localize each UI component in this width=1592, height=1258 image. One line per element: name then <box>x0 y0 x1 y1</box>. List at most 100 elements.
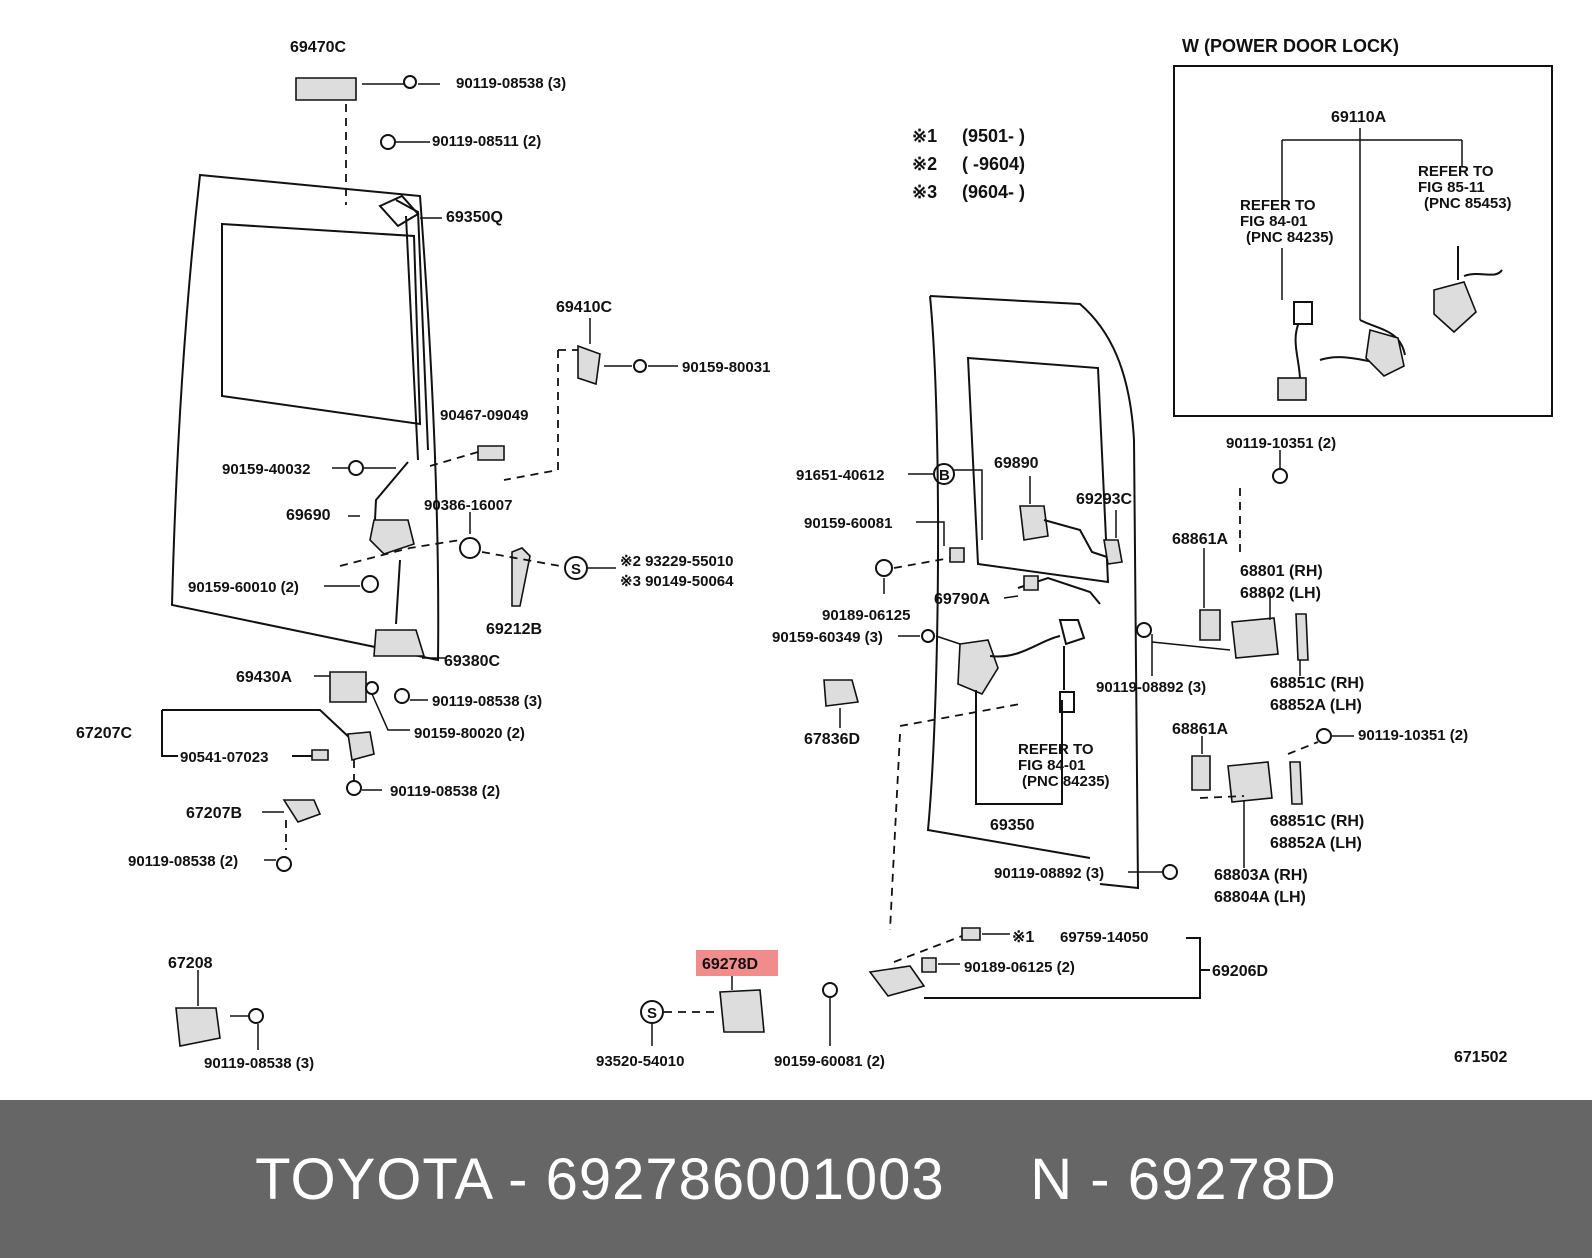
inset-motor <box>1433 281 1477 334</box>
inset-lock-actuator <box>1365 328 1405 377</box>
label-69212B: 69212B <box>486 621 542 638</box>
symbol-b: B <box>939 467 950 484</box>
inset-ref1-line1: REFER TO <box>1240 197 1316 214</box>
label-69206D: 69206D <box>1212 963 1268 980</box>
label-90119-08538-3c: 90119-08538 (3) <box>204 1055 314 1072</box>
label-68852A-b: 68852A (LH) <box>1270 835 1362 852</box>
label-90159-60081: 90159-60081 <box>804 515 892 532</box>
center-bottom-parts: S <box>640 950 838 1046</box>
label-90189-06125-2: 90189-06125 (2) <box>964 959 1075 976</box>
bracket-69380C <box>373 629 426 657</box>
note-3-range: (9604- ) <box>962 182 1025 202</box>
screw-90159-40032 <box>348 460 364 476</box>
label-68801: 68801 (RH) <box>1240 563 1323 580</box>
clip-67207C <box>347 731 375 762</box>
inset-power-door-lock: W (POWER DOOR LOCK) 69110A REFER TO FIG … <box>1173 36 1553 417</box>
label-90119-08538-3a: 90119-08538 (3) <box>456 75 566 92</box>
label-90119-08538-3b: 90119-08538 (3) <box>432 693 542 710</box>
label-90119-08892-3a: 90119-08892 (3) <box>1096 679 1206 696</box>
inset-leader-lines <box>1281 128 1463 320</box>
circle-b-symbol <box>933 463 955 485</box>
label-90159-60010-2: 90159-60010 (2) <box>188 579 299 596</box>
hinge-68801 <box>1231 617 1279 659</box>
label-90159-60081-2: 90159-60081 (2) <box>774 1053 885 1070</box>
label-90119-08538-2a: 90119-08538 (2) <box>390 783 500 800</box>
rod-69350Q <box>395 199 429 461</box>
label-69350Q: 69350Q <box>446 209 503 226</box>
footer-bar: TOYOTA - 692786001003 N - 69278D <box>0 1100 1592 1258</box>
clip-90189-06125-2 <box>921 957 937 973</box>
clip-90189-06125 <box>875 559 893 577</box>
left-door-window <box>221 222 422 426</box>
footer-ref-prefix: N <box>1030 1146 1074 1212</box>
screw-90159-60081-b <box>822 982 838 998</box>
label-90119-08892-3b: 90119-08892 (3) <box>994 865 1104 882</box>
label-69350: 69350 <box>990 817 1035 834</box>
lock-cable <box>989 619 1086 713</box>
remote-69410C <box>577 344 601 386</box>
part-labels: 69470C 90119-08538 (3) 90119-08511 (2) 6… <box>76 39 1507 1072</box>
bolt-90119-08511 <box>380 134 396 150</box>
inset-ref1-line2: FIG 84-01 <box>1240 213 1308 230</box>
figure-number: 671502 <box>1454 1049 1507 1066</box>
ref3-line3: (PNC 84235) <box>1022 773 1110 790</box>
inset-title: W (POWER DOOR LOCK) <box>1182 36 1399 56</box>
label-90541-07023: 90541-07023 <box>180 749 268 766</box>
ref3-line2: FIG 84-01 <box>1018 757 1086 774</box>
label-90159-60349-3: 90159-60349 (3) <box>772 629 883 646</box>
label-91651-40612: 91651-40612 <box>796 467 884 484</box>
label-93229-55010: ※2 93229-55010 <box>620 553 734 570</box>
clip-69759-14050 <box>961 927 981 941</box>
parts-diagram: W (POWER DOOR LOCK) 69110A REFER TO FIG … <box>76 36 1553 1072</box>
label-90119-10351-2a: 90119-10351 (2) <box>1226 435 1336 452</box>
label-90159-80031: 90159-80031 <box>682 359 770 376</box>
label-90119-08511-2: 90119-08511 (2) <box>432 133 541 150</box>
bolt-90119-08538-e <box>248 1008 264 1024</box>
note-1-range: (9501- ) <box>962 126 1025 146</box>
label-note1: ※1 <box>1012 929 1034 946</box>
bolt-90119-08538-top <box>403 75 417 89</box>
pin-68851C-b <box>1289 761 1303 805</box>
label-68803A: 68803A (RH) <box>1214 867 1308 884</box>
footer-caption: TOYOTA - 692786001003 N - 69278D <box>255 1146 1337 1212</box>
label-90159-40032: 90159-40032 <box>222 461 310 478</box>
label-68852A-a: 68852A (LH) <box>1270 697 1362 714</box>
bracket-67207C-leader <box>161 709 353 757</box>
label-90386-16007: 90386-16007 <box>424 497 512 514</box>
inset-ref2-leader <box>1457 246 1503 280</box>
bolt-90119-10351-a <box>1272 468 1288 484</box>
inset-connector-left <box>1277 377 1307 401</box>
label-67207B: 67207B <box>186 805 242 822</box>
label-90467-09049: 90467-09049 <box>440 407 528 424</box>
label-93520-54010: 93520-54010 <box>596 1053 684 1070</box>
label-68851C-b: 68851C (RH) <box>1270 813 1364 830</box>
inset-part-69110A: 69110A <box>1331 109 1387 126</box>
bolt-90119-08538-c <box>346 780 362 796</box>
symbol-s: S <box>571 561 581 578</box>
label-90159-80020-2: 90159-80020 (2) <box>414 725 525 742</box>
inset-connector-top <box>1293 301 1313 325</box>
label-69759-14050: 69759-14050 <box>1060 929 1148 946</box>
hinge-68803A <box>1227 761 1273 803</box>
label-69790A: 69790A <box>934 591 990 608</box>
note-3-mark: ※3 <box>912 182 937 202</box>
label-67836D: 67836D <box>804 731 860 748</box>
bracket-67207B <box>282 799 322 823</box>
highlight-69278D <box>696 950 778 976</box>
inset-ref2-line1: REFER TO <box>1418 163 1494 180</box>
left-door-assembly: S <box>161 75 678 1050</box>
cable-69206D <box>868 965 926 997</box>
rod-69212B <box>511 547 531 607</box>
note-1-mark: ※1 <box>912 126 937 146</box>
cover-68861A-a <box>1199 609 1221 641</box>
label-67208: 67208 <box>168 955 213 972</box>
screw-90159-80031 <box>633 359 647 373</box>
label-68851C-a: 68851C (RH) <box>1270 675 1364 692</box>
circle-s-symbol <box>564 556 588 580</box>
inset-ref2-line3: (PNC 85453) <box>1424 195 1512 212</box>
bolt-90119-08892-a <box>1136 622 1152 638</box>
label-90119-10351-2b: 90119-10351 (2) <box>1358 727 1468 744</box>
label-69470C: 69470C <box>290 39 346 56</box>
right-door-window <box>966 356 1110 584</box>
label-69380C: 69380C <box>444 653 500 670</box>
